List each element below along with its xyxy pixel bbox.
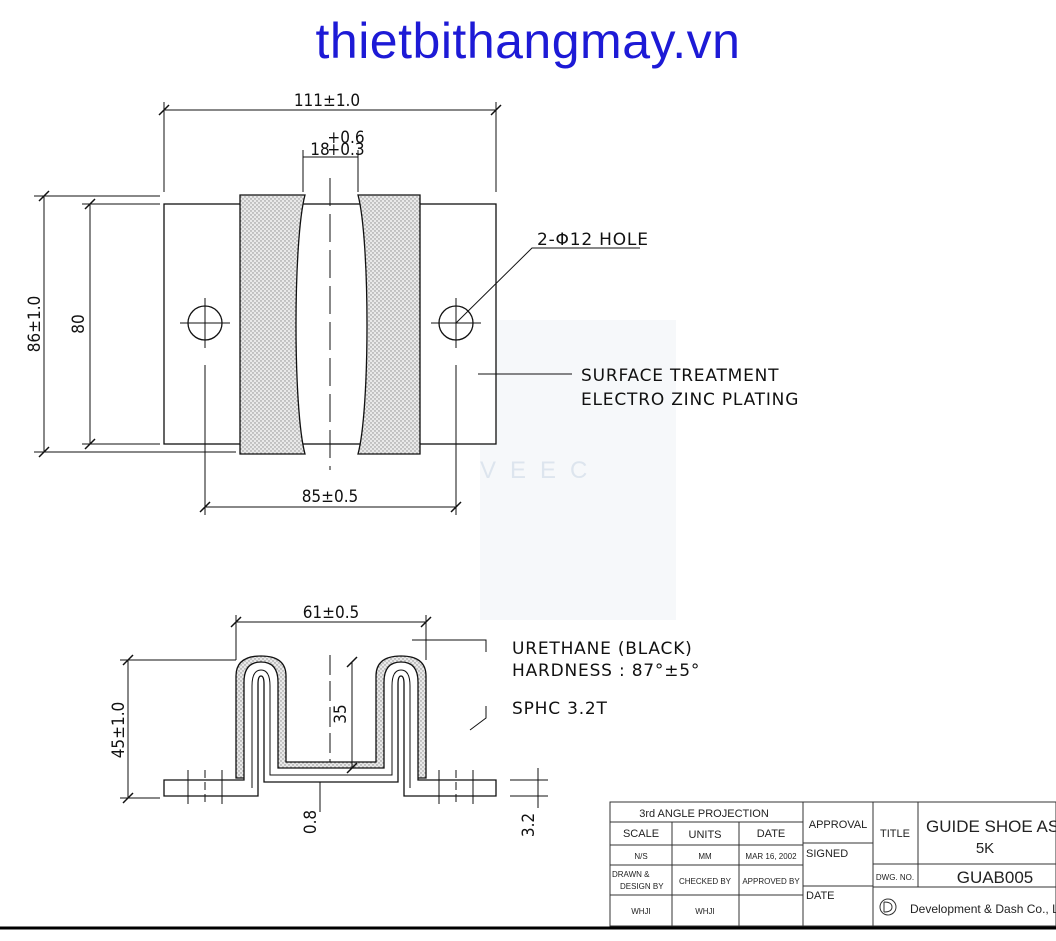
tb-drawn-value: WHJI	[631, 907, 651, 916]
watermark-text: VEEC	[480, 457, 601, 484]
leader-urethane	[412, 639, 487, 652]
tb-title-line1: GUIDE SHOE ASS'Y	[926, 817, 1056, 836]
company-logo-icon	[879, 898, 897, 916]
tick	[346, 762, 358, 774]
tb-projection: 3rd ANGLE PROJECTION	[639, 808, 769, 820]
surface-treatment-line1: SURFACE TREATMENT	[581, 366, 779, 386]
dim-front-width: 61±0.5	[303, 603, 360, 623]
dim-overall-width: 111±1.0	[294, 91, 360, 111]
tick	[420, 616, 432, 628]
urethane-line2: HARDNESS : 87°±5°	[512, 661, 700, 681]
tb-units-value: MM	[698, 852, 712, 861]
tick	[84, 438, 96, 450]
tb-date-label: DATE	[757, 828, 786, 840]
tb-scale-value: N/S	[634, 852, 647, 861]
title-block-border	[609, 801, 1056, 927]
tick	[490, 104, 502, 116]
steel-plate-profile	[163, 661, 497, 797]
tb-date-value: MAR 16, 2002	[745, 852, 797, 861]
plate-label: SPHC 3.2T	[512, 699, 608, 719]
dim-front-inner: 35	[331, 704, 351, 723]
dim-slot-nominal: 18	[310, 140, 329, 160]
tb-approved-label: APPROVED BY	[742, 877, 800, 886]
tb-scale-label: SCALE	[623, 828, 659, 840]
steel-inner-line	[251, 669, 411, 788]
watermark-patch	[480, 320, 676, 620]
tb-company: Development & Dash Co., LTD.	[910, 902, 1056, 916]
tick	[158, 104, 170, 116]
tb-title-label: TITLE	[880, 828, 910, 840]
tick	[38, 190, 50, 202]
dim-overall-height: 86±1.0	[25, 296, 45, 353]
tick	[122, 654, 134, 666]
tb-approval: APPROVAL	[809, 819, 868, 831]
dim-inner-height: 80	[69, 314, 89, 333]
tb-dwg-no-label: DWG. NO.	[876, 873, 914, 882]
tb-checked-value: WHJI	[695, 907, 715, 916]
tick	[199, 501, 211, 513]
title-block	[0, 801, 1056, 930]
tick	[38, 446, 50, 458]
dim-hole-spacing: 85±0.5	[302, 487, 359, 507]
dim-slot-tol-lower: +0.3	[327, 140, 364, 160]
tb-drawn-label-1: DRAWN &	[612, 870, 650, 879]
tb-units-label: UNITS	[689, 829, 722, 841]
tb-dwg-no-value: GUAB005	[957, 868, 1034, 887]
site-title: thietbithangmay.vn	[315, 13, 741, 69]
tick	[122, 792, 134, 804]
front-view	[120, 615, 548, 812]
urethane-block-left	[239, 194, 306, 455]
dim-slot-tol-upper: +0.6	[327, 128, 364, 148]
tick	[450, 501, 462, 513]
tb-checked-label: CHECKED BY	[679, 877, 732, 886]
leader-sphc	[469, 706, 487, 731]
tick	[84, 198, 96, 210]
dim-thickness: 3.2	[519, 813, 539, 837]
tb-title-line2: 5K	[976, 840, 994, 857]
dim-front-height: 45±1.0	[109, 702, 129, 759]
leader-hole-callout	[455, 247, 640, 324]
tb-drawn-label-2: DESIGN BY	[620, 882, 664, 891]
dim-gap: 0.8	[301, 810, 321, 834]
company-logo-mark	[883, 901, 893, 913]
top-view	[34, 102, 640, 515]
surface-treatment-line2: ELECTRO ZINC PLATING	[581, 390, 799, 410]
hole-callout: 2-Φ12 HOLE	[537, 230, 649, 250]
tb-signed-label: SIGNED	[806, 848, 848, 860]
tick	[346, 656, 358, 668]
tick	[230, 616, 242, 628]
tb-date2-label: DATE	[806, 890, 835, 902]
urethane-block-right	[357, 194, 421, 455]
urethane-line1: URETHANE (BLACK)	[512, 639, 693, 659]
